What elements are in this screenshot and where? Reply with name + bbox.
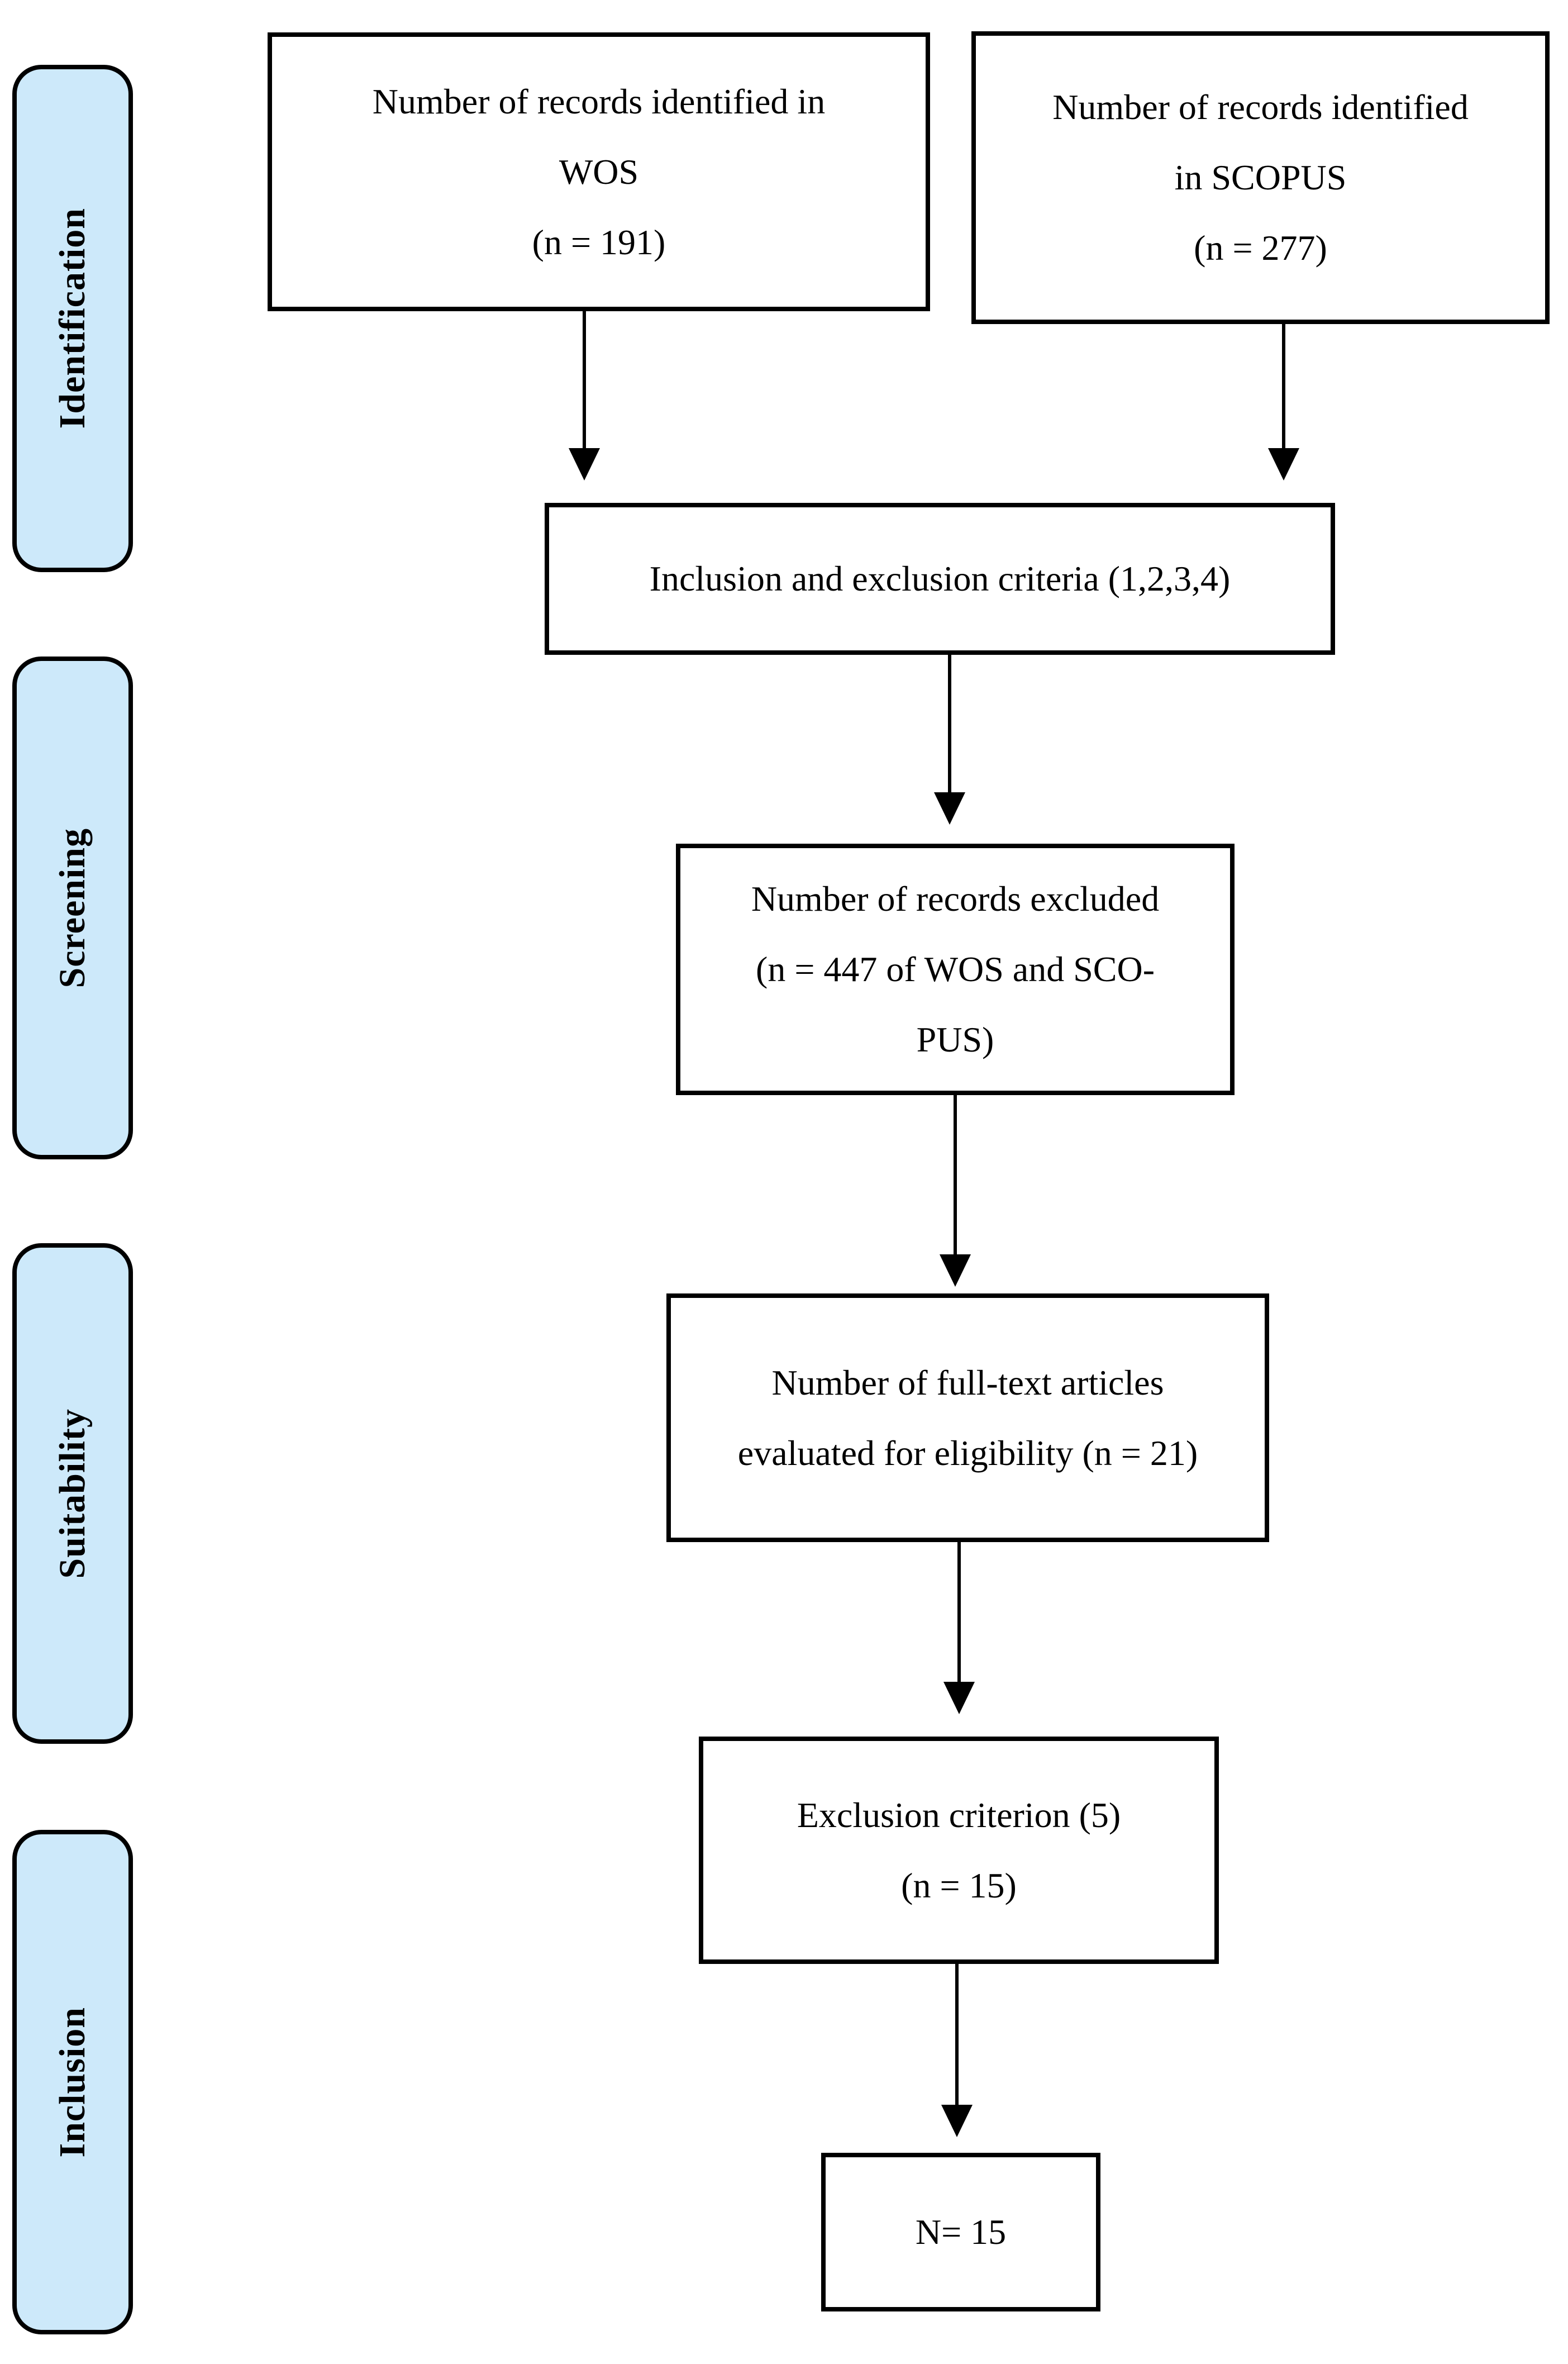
box-text-line: N= 15 [915,2212,1007,2252]
arrow-shaft [954,1095,957,1254]
stage-label-inclusion: Inclusion [52,2006,93,2158]
arrow-wos-to-criteria [569,311,600,481]
arrowhead-down-icon [569,448,600,481]
flow-box-final: N= 15 [821,2153,1100,2311]
arrow-shaft [583,311,586,448]
flow-box-criteria: Inclusion and exclusion criteria (1,2,3,… [545,503,1335,655]
stage-identification: Identification [12,65,133,572]
arrow-scopus-to-criteria [1268,324,1299,481]
stage-label-screening: Screening [52,827,93,988]
arrow-shaft [1282,324,1285,448]
box-text-line: WOS [559,151,639,192]
box-text-line: evaluated for eligibility (n = 21) [737,1433,1198,1473]
stage-label-suitability: Suitability [52,1408,93,1579]
box-text-line: (n = 277) [1194,228,1327,268]
arrow-exclusion-to-final [941,1964,973,2137]
stage-suitability: Suitability [12,1243,133,1744]
flow-box-wos: Number of records identified in WOS (n =… [268,32,930,311]
arrow-shaft [948,655,951,792]
stage-screening: Screening [12,657,133,1159]
box-text-line: PUS) [916,1020,994,1059]
box-text-line: Exclusion criterion (5) [797,1795,1121,1835]
flow-box-records-excluded: Number of records excluded (n = 447 of W… [676,844,1235,1095]
flow-box-fulltext: Number of full-text articles evaluated f… [666,1293,1269,1542]
box-text-line: (n = 191) [532,222,666,262]
arrowhead-down-icon [934,792,965,825]
arrow-shaft [955,1964,959,2105]
stage-label-identification: Identification [52,208,93,429]
arrowhead-down-icon [1268,448,1299,481]
box-text-line: (n = 447 of WOS and SCO- [756,949,1155,989]
arrow-shaft [957,1542,961,1682]
box-text-line: Number of full-text articles [771,1362,1164,1402]
box-text-line: Number of records identified [1052,87,1469,127]
stage-inclusion: Inclusion [12,1830,133,2334]
box-text-line: Number of records identified in [372,81,826,121]
box-text-line: Inclusion and exclusion criteria (1,2,3,… [649,559,1231,598]
flow-box-exclusion-criterion: Exclusion criterion (5) (n = 15) [699,1737,1219,1964]
flow-box-scopus: Number of records identified in SCOPUS (… [971,31,1550,324]
arrowhead-down-icon [940,1254,971,1287]
box-text-line: in SCOPUS [1174,158,1347,197]
arrow-excluded-to-fulltext [940,1095,971,1287]
arrowhead-down-icon [941,2105,973,2137]
arrowhead-down-icon [943,1682,975,1714]
arrow-criteria-to-excluded [934,655,965,825]
arrow-fulltext-to-exclusion [943,1542,975,1714]
box-text-line: (n = 15) [901,1865,1017,1905]
box-text-line: Number of records excluded [751,879,1160,919]
